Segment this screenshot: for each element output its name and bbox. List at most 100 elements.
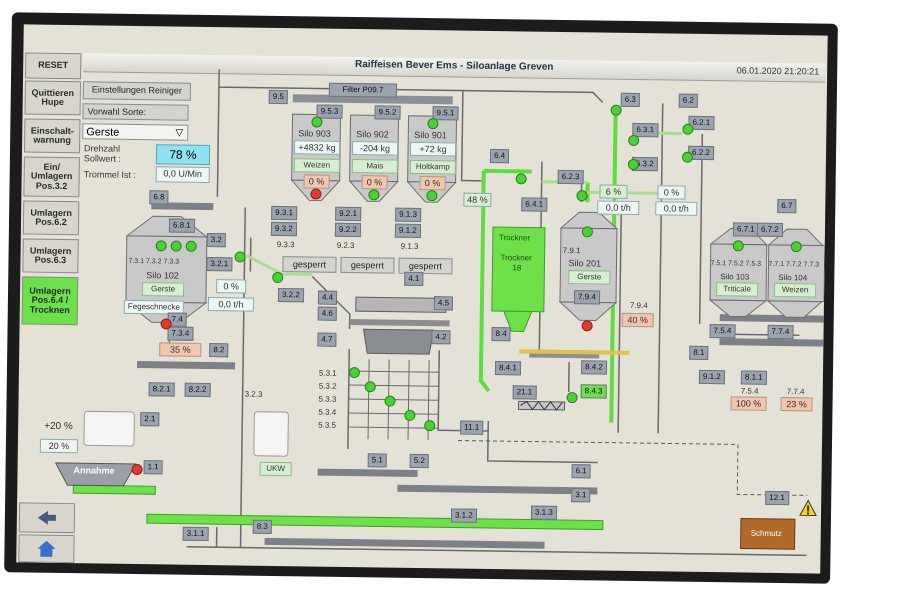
tag-2-1: 2.1	[140, 412, 160, 427]
silo-102-crop: Gerste	[141, 282, 185, 297]
status-dot	[426, 190, 438, 202]
drehzahl-label: Drehzahl Sollwert :	[83, 143, 121, 164]
tag-8-2-2: 8.2.2	[184, 382, 211, 398]
tag-3-2-3: 3.2.3	[244, 389, 263, 399]
flow-pct-2: 6 %	[599, 184, 628, 199]
tag-5-2: 5.2	[409, 453, 429, 469]
status-dot	[368, 189, 380, 201]
silo-103-crop: Triticale	[716, 282, 759, 297]
home-icon	[37, 540, 56, 557]
silo-103-name: Silo 103	[720, 272, 750, 282]
filter-label: Filter P09.7	[328, 82, 397, 98]
tag-1-1: 1.1	[143, 460, 163, 475]
ukw-label: UKW	[259, 461, 292, 477]
tag-6-7-1: 6.7.1	[732, 222, 759, 237]
status-dot	[170, 240, 182, 252]
status-dot-red	[131, 463, 143, 476]
silo-104-crop: Weizen	[774, 282, 817, 298]
sorte-dropdown[interactable]: Gerste ▽	[82, 123, 189, 141]
status-dot	[627, 158, 639, 171]
silo-903-pct: 0 %	[303, 174, 330, 189]
status-dot	[515, 173, 527, 185]
status-dot	[348, 367, 361, 379]
monitor-bezel: Raiffeisen Bever Ems - Siloanlage Greven…	[4, 12, 838, 584]
annahme-pct-label: +20 %	[44, 420, 73, 433]
silo-102-pct: 35 %	[159, 342, 202, 357]
tag-4-5: 4.5	[433, 296, 454, 311]
silo-102-name: Silo 102	[146, 270, 179, 281]
tag-3-1-2: 3.1.2	[450, 508, 477, 523]
status-dot	[566, 392, 578, 404]
annahme-label: Annahme	[73, 465, 115, 476]
silo-902-weight: -204 kg	[351, 141, 399, 156]
tag-3-1: 3.1	[571, 488, 591, 503]
einstellungen-reiniger-button[interactable]: Einstellungen Reiniger	[82, 81, 191, 101]
silo-901-weight: +72 kg	[409, 141, 457, 157]
silo-901-crop: Holtkamp	[409, 159, 456, 175]
status-dot	[311, 116, 323, 128]
tag-6-4-1: 6.4.1	[521, 197, 548, 212]
flow-pct-3: 0 %	[657, 185, 686, 200]
tag-6-2: 6.2	[678, 93, 699, 108]
flow-pct-4: 48 %	[463, 192, 492, 207]
tag-5-3-2: 5.3.2	[318, 381, 337, 391]
tag-21-1: 21.1	[512, 385, 537, 400]
drehzahl-input[interactable]: 78 %	[155, 144, 211, 166]
silo-104-sensors: 7.7.1 7.7.2 7.7.3	[768, 260, 820, 269]
tag-8-2: 8.2	[209, 343, 229, 358]
tag-8-4: 8.4	[491, 326, 511, 342]
right-pct-1-label: 7.5.4	[740, 386, 759, 396]
flow-pct-1: 0 %	[216, 279, 247, 294]
tag-4-4: 4.4	[317, 290, 338, 305]
back-arrow-button[interactable]	[18, 502, 76, 534]
gesperrt-button-1[interactable]: gesperrt	[282, 256, 337, 273]
tag-7-9-1: 7.9.1	[562, 245, 581, 256]
tag-7-5-4: 7.5.4	[709, 324, 736, 339]
trommel-label: Trommel Ist :	[83, 169, 136, 181]
tag-5-3-5: 5.3.5	[318, 420, 337, 430]
tag-9-3-1: 9.3.1	[271, 205, 298, 221]
right-pct-2-label: 7.7.4	[786, 387, 805, 397]
tag-6-8-1: 6.8.1	[168, 218, 195, 233]
status-dot	[234, 251, 246, 263]
tag-9-3-3: 9.3.3	[276, 239, 295, 250]
tag-6-4: 6.4	[489, 148, 510, 164]
right-pct-2: 23 %	[780, 397, 813, 412]
schmutz-label: Schmutz	[750, 528, 782, 539]
trockner-num: 18	[512, 263, 522, 273]
status-dot	[424, 420, 436, 432]
silo-903-weight: +4832 kg	[293, 140, 341, 155]
silo-903-name: Silo 903	[298, 128, 331, 139]
tag-8-2-1: 8.2.1	[148, 382, 175, 397]
tag-9-2-3: 9.2.3	[336, 240, 355, 251]
silo-901-pct: 0 %	[419, 175, 446, 191]
status-dot	[790, 241, 802, 253]
hmi-screen: Raiffeisen Bever Ems - Siloanlage Greven…	[16, 24, 828, 574]
tag-7-9-4: 7.9.4	[573, 290, 600, 305]
chevron-down-icon: ▽	[175, 127, 184, 139]
right-pct-1: 100 %	[730, 396, 767, 411]
silo-201-pct: 40 %	[621, 312, 654, 328]
tag-9-2-2: 9.2.2	[334, 222, 361, 238]
tag-8-1-1: 8.1.1	[740, 370, 767, 385]
gesperrt-button-2[interactable]: gesperrt	[340, 256, 395, 274]
tag-9-2-1: 9.2.1	[335, 206, 362, 222]
vorwahl-sorte-label: Vorwahl Sorte:	[82, 103, 189, 121]
silo-201-name: Silo 201	[568, 258, 602, 269]
status-dot	[581, 226, 594, 238]
annahme-pct-value[interactable]: 20 %	[39, 438, 78, 454]
tag-7-3-4: 7.3.4	[167, 326, 194, 341]
arrow-left-icon	[37, 510, 56, 525]
silo-201-crop: Gerste	[568, 270, 611, 285]
tag-4-7: 4.7	[317, 332, 337, 347]
silo-901-name: Silo 901	[414, 129, 447, 141]
warning-icon[interactable]	[799, 499, 817, 517]
tag-6-2-3: 6.2.3	[557, 169, 584, 185]
tag-4-2: 4.2	[431, 330, 451, 345]
tag-7-7-4: 7.7.4	[767, 324, 794, 340]
tag-4-6: 4.6	[317, 306, 337, 321]
status-dot	[732, 240, 744, 252]
home-button[interactable]	[18, 534, 75, 564]
tag-8-4-1: 8.4.1	[494, 361, 521, 376]
tag-5-3-3: 5.3.3	[318, 394, 337, 404]
